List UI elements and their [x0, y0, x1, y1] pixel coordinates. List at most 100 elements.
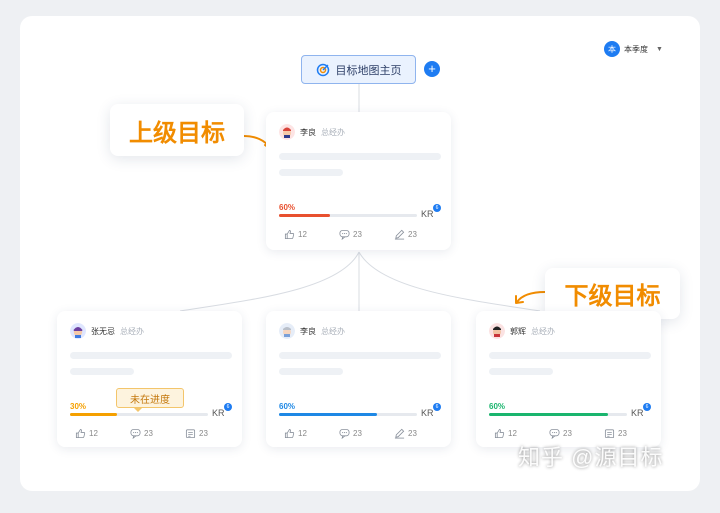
like-count: 12: [508, 429, 517, 438]
like-button[interactable]: 12: [284, 428, 339, 439]
progress-bar-fill: [70, 413, 117, 416]
placeholder-line: [489, 368, 553, 375]
thumbs-up-icon: [284, 428, 295, 439]
placeholder-line: [279, 352, 441, 359]
update-count: 23: [199, 429, 208, 438]
update-count: 23: [618, 429, 627, 438]
kr-count-badge: 6: [643, 403, 651, 411]
avatar: [279, 124, 295, 140]
card-owner[interactable]: 郭辉总经办: [489, 323, 555, 339]
quarter-selector[interactable]: 本 本季度 ▼: [604, 41, 663, 57]
card-owner[interactable]: 张无忌总经办: [70, 323, 144, 339]
progress-percent: 60%: [489, 402, 506, 411]
update-button[interactable]: 23: [604, 428, 659, 439]
root-goal-node[interactable]: 目标地图主页: [301, 55, 416, 84]
owner-name: 李良: [300, 127, 316, 137]
watermark: 知乎 @源目标: [518, 445, 664, 470]
comment-count: 23: [353, 429, 362, 438]
card-owner[interactable]: 李良总经办: [279, 323, 345, 339]
comment-count: 23: [563, 429, 572, 438]
card-stats: 12 23 23: [284, 229, 449, 240]
comment-icon: [549, 428, 560, 439]
like-button[interactable]: 12: [284, 229, 339, 240]
callout-upper-goal: 上级目标: [110, 104, 244, 156]
comment-count: 23: [144, 429, 153, 438]
progress-bar-fill: [279, 214, 330, 217]
comment-button[interactable]: 23: [339, 229, 394, 240]
owner-name: 郭辉: [510, 326, 526, 336]
kr-count-badge: 6: [224, 403, 232, 411]
comment-count: 23: [353, 230, 362, 239]
kr-label[interactable]: KR: [631, 408, 644, 418]
chevron-down-icon: ▼: [656, 45, 663, 53]
comment-button[interactable]: 23: [339, 428, 394, 439]
owner-name: 张无忌: [91, 326, 115, 336]
progress-bar-fill: [489, 413, 608, 416]
progress-bar: [279, 413, 417, 416]
placeholder-line: [279, 368, 343, 375]
update-button[interactable]: 23: [185, 428, 240, 439]
kr-count-badge: 6: [433, 403, 441, 411]
kr-count-badge: 6: [433, 204, 441, 212]
thumbs-up-icon: [75, 428, 86, 439]
add-goal-button[interactable]: +: [424, 61, 440, 77]
update-count: 23: [408, 230, 417, 239]
like-count: 12: [89, 429, 98, 438]
progress-percent: 60%: [279, 203, 296, 212]
update-count: 23: [408, 429, 417, 438]
target-icon: [316, 63, 329, 76]
owner-department: 总经办: [120, 326, 144, 336]
placeholder-line: [70, 352, 232, 359]
kr-label[interactable]: KR: [212, 408, 225, 418]
card-stats: 12 23 23: [284, 428, 449, 439]
behind-schedule-tooltip: 未在进度: [116, 388, 184, 408]
kr-label[interactable]: KR: [421, 209, 434, 219]
progress-percent: 60%: [279, 402, 296, 411]
kr-label[interactable]: KR: [421, 408, 434, 418]
card-owner[interactable]: 李良总经办: [279, 124, 345, 140]
like-button[interactable]: 12: [494, 428, 549, 439]
placeholder-line: [279, 169, 343, 176]
owner-department: 总经办: [321, 127, 345, 137]
comment-button[interactable]: 23: [130, 428, 185, 439]
avatar: [279, 323, 295, 339]
progress-bar: [279, 214, 417, 217]
progress-bar: [489, 413, 627, 416]
placeholder-line: [489, 352, 651, 359]
update-button[interactable]: 23: [394, 428, 449, 439]
placeholder-line: [70, 368, 134, 375]
quarter-badge: 本: [604, 41, 620, 57]
callout-lower-goal: 下级目标: [545, 268, 680, 319]
edit-icon: [394, 229, 405, 240]
root-goal-label: 目标地图主页: [335, 64, 402, 77]
calendar-icon: [185, 429, 196, 439]
update-button[interactable]: 23: [394, 229, 449, 240]
like-count: 12: [298, 230, 307, 239]
comment-icon: [339, 428, 350, 439]
tooltip-caret: [133, 407, 143, 412]
like-count: 12: [298, 429, 307, 438]
progress-bar-fill: [279, 413, 377, 416]
like-button[interactable]: 12: [75, 428, 130, 439]
edit-icon: [394, 428, 405, 439]
owner-department: 总经办: [321, 326, 345, 336]
avatar: [70, 323, 86, 339]
owner-name: 李良: [300, 326, 316, 336]
progress-percent: 30%: [70, 402, 87, 411]
comment-icon: [130, 428, 141, 439]
placeholder-line: [279, 153, 441, 160]
owner-department: 总经办: [531, 326, 555, 336]
comment-button[interactable]: 23: [549, 428, 604, 439]
progress-bar: [70, 413, 208, 416]
calendar-icon: [604, 429, 615, 439]
comment-icon: [339, 229, 350, 240]
quarter-label: 本季度: [624, 44, 648, 54]
card-stats: 12 23 23: [75, 428, 240, 439]
card-stats: 12 23 23: [494, 428, 659, 439]
thumbs-up-icon: [494, 428, 505, 439]
